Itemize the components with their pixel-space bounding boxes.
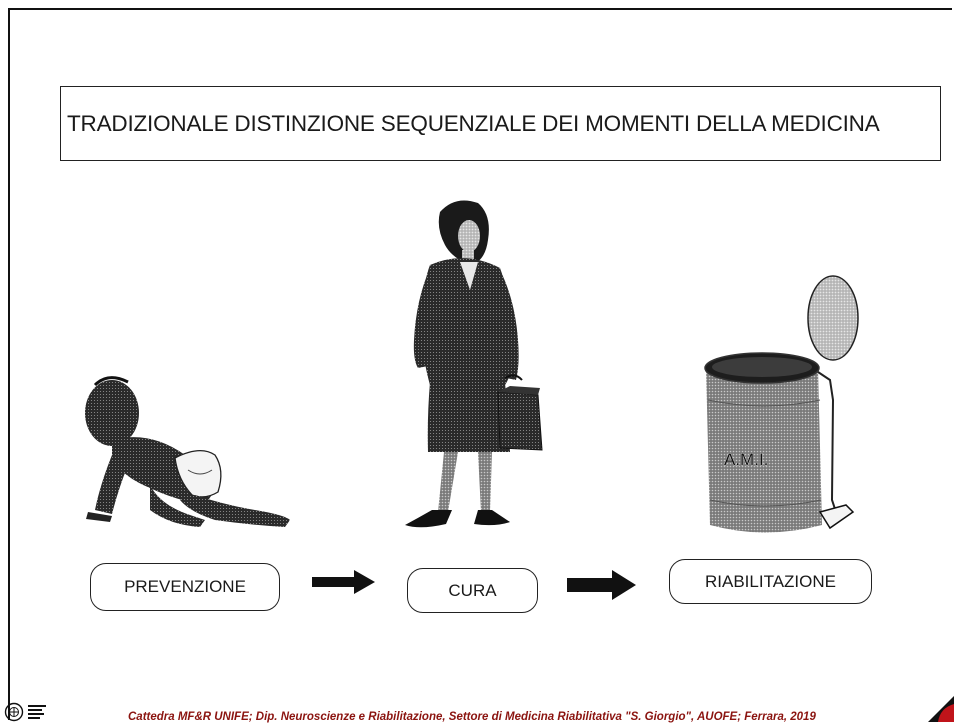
arrow-right-icon — [312, 570, 375, 594]
footer: Cattedra MF&R UNIFE; Dip. Neuroscienze e… — [0, 696, 954, 723]
arrow-right-icon — [567, 570, 636, 600]
bin-label: A.M.I. — [724, 450, 768, 469]
footer-credit: Cattedra MF&R UNIFE; Dip. Neuroscienze e… — [128, 711, 816, 723]
step-cura: CURA — [407, 568, 538, 613]
businesswoman-illustration — [405, 200, 543, 528]
waste-bin-illustration: A.M.I. — [704, 275, 859, 533]
corner-logo — [928, 696, 954, 722]
slide-frame — [8, 8, 952, 720]
university-logo — [4, 702, 46, 722]
step-riabilitazione: RIABILITAZIONE — [669, 559, 872, 604]
slide-title: TRADIZIONALE DISTINZIONE SEQUENZIALE DEI… — [67, 110, 880, 136]
crawling-baby-illustration — [85, 376, 290, 527]
step-prevenzione: PREVENZIONE — [90, 563, 280, 611]
title-box: TRADIZIONALE DISTINZIONE SEQUENZIALE DEI… — [60, 86, 941, 161]
